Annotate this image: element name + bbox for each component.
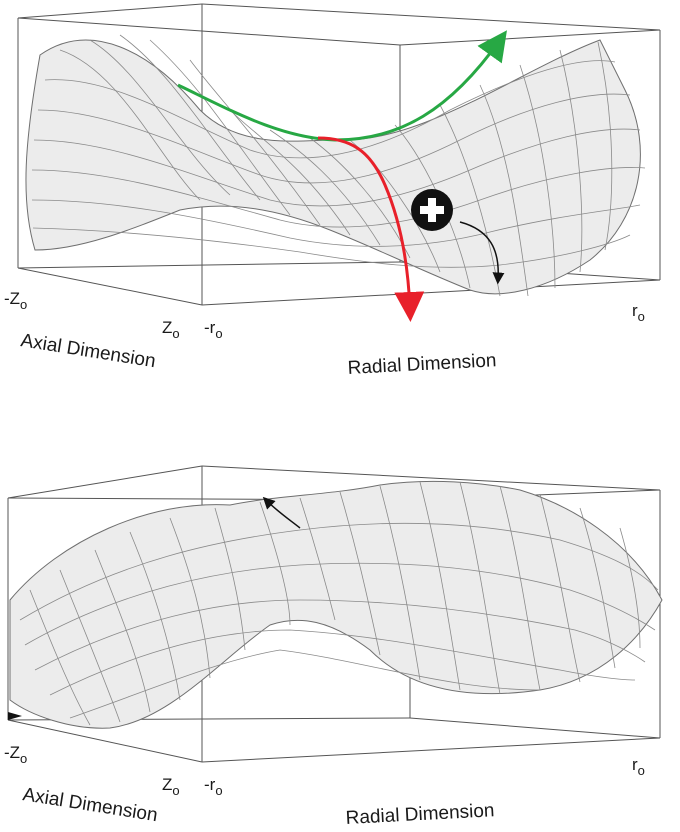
bottom-label-pos-r: ro xyxy=(632,755,645,778)
top-label-pos-r: ro xyxy=(632,301,645,324)
bottom-label-pos-z: Zo xyxy=(162,775,180,798)
top-axial-axis-label: Axial Dimension xyxy=(19,330,157,372)
ion-motion-arrow xyxy=(459,221,505,285)
top-label-neg-z: -Zo xyxy=(4,289,27,312)
unstable-trajectory-arrow xyxy=(317,136,425,322)
bottom-ion-motion-arrow xyxy=(262,496,301,529)
top-panel: -Zo Zo -ro ro Axial Dimension Radial Dim… xyxy=(4,3,661,379)
top-saddle-surface xyxy=(25,34,646,297)
bottom-left-edge-pointer xyxy=(8,712,22,720)
bottom-label-neg-z: -Zo xyxy=(4,743,27,766)
bottom-label-neg-r: -ro xyxy=(204,775,223,798)
bottom-radial-axis-label: Radial Dimension xyxy=(345,800,495,829)
bottom-panel: -Zo Zo -ro ro Axial Dimension Radial Dim… xyxy=(4,465,663,829)
bottom-saddle-surface xyxy=(9,480,663,729)
top-label-neg-r: -ro xyxy=(204,318,223,341)
top-label-pos-z: Zo xyxy=(162,318,180,341)
top-radial-axis-label: Radial Dimension xyxy=(347,350,497,379)
positive-ion xyxy=(411,189,453,231)
bottom-axial-axis-label: Axial Dimension xyxy=(21,784,159,826)
